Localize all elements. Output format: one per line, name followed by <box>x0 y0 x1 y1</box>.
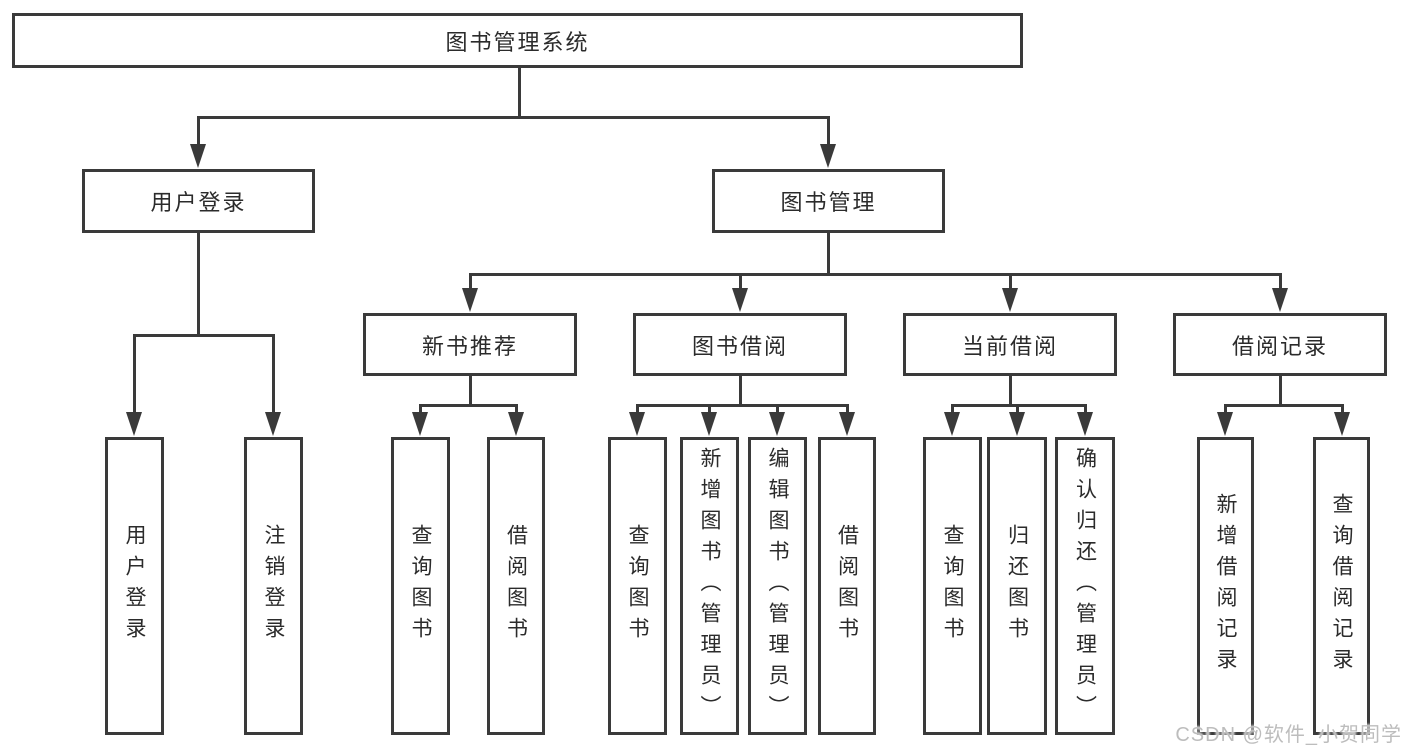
leaf-logout: 注销登录 <box>244 437 303 735</box>
connector-user-login-rail <box>133 334 275 337</box>
connector-current-borrowing-stub <box>1009 374 1012 407</box>
leaf-user-login-label: 用户登录 <box>123 524 146 648</box>
node-current-borrowing: 当前借阅 <box>903 313 1117 376</box>
arrowhead-new-book-recommend <box>462 288 478 312</box>
arrowhead-leaf-edit-books-admin <box>769 412 785 436</box>
arrowhead-leaf-add-borrow-record <box>1217 412 1233 436</box>
connector-book-borrowing-rail <box>636 404 849 407</box>
connector-new-book-recommend-stub <box>469 374 472 407</box>
leaf-edit-books-admin: 编辑图书（管理员） <box>748 437 807 735</box>
arrowhead-current-borrowing <box>1002 288 1018 312</box>
connector-to-leaf-7 <box>951 404 954 416</box>
connector-to-new-book-recommend <box>469 273 472 293</box>
connector-to-leaf-2 <box>515 404 518 416</box>
connector-user-login-stub <box>197 232 200 336</box>
leaf-borrow-books: 借阅图书 <box>818 437 876 735</box>
arrowhead-leaf-query-books-current <box>944 412 960 436</box>
leaf-query-books-current-label: 查询图书 <box>941 524 964 648</box>
connector-to-current-borrowing <box>1009 273 1012 293</box>
node-borrowing-records: 借阅记录 <box>1173 313 1387 376</box>
connector-to-leaf-logout <box>272 334 275 414</box>
connector-new-book-recommend-rail <box>419 404 518 407</box>
leaf-return-books-label: 归还图书 <box>1005 524 1029 648</box>
connector-book-borrowing-stub <box>739 374 742 407</box>
connector-book-management-stub <box>827 232 830 276</box>
connector-to-leaf-4 <box>708 404 711 416</box>
node-book-management: 图书管理 <box>712 169 945 233</box>
connector-to-leaf-5 <box>776 404 779 416</box>
leaf-query-books-recommend: 查询图书 <box>391 437 450 735</box>
connector-to-leaf-3 <box>636 404 639 416</box>
leaf-confirm-return-admin-label: 确认归还（管理员） <box>1073 446 1097 726</box>
connector-to-leaf-8 <box>1016 404 1019 416</box>
connector-to-borrowing-records <box>1279 273 1282 293</box>
arrowhead-leaf-user-login <box>126 412 142 436</box>
leaf-query-books-borrow: 查询图书 <box>608 437 667 735</box>
connector-to-leaf-9 <box>1084 404 1087 416</box>
node-library-management-system: 图书管理系统 <box>12 13 1023 68</box>
arrowhead-leaf-borrow-books <box>839 412 855 436</box>
leaf-add-books-admin: 新增图书（管理员） <box>680 437 739 735</box>
arrowhead-leaf-query-books-borrow <box>629 412 645 436</box>
connector-root-rail <box>197 116 830 119</box>
arrowhead-borrowing-records <box>1272 288 1288 312</box>
arrowhead-leaf-confirm-return-admin <box>1077 412 1093 436</box>
connector-to-leaf-user-login <box>133 334 136 414</box>
connector-borrowing-records-rail <box>1224 404 1344 407</box>
connector-to-book-borrowing <box>739 273 742 293</box>
node-user-login: 用户登录 <box>82 169 315 233</box>
arrowhead-leaf-return-books <box>1009 412 1025 436</box>
arrowhead-leaf-borrow-books-recommend <box>508 412 524 436</box>
arrowhead-user-login <box>190 144 206 168</box>
leaf-confirm-return-admin: 确认归还（管理员） <box>1055 437 1115 735</box>
connector-to-leaf-10 <box>1224 404 1227 416</box>
leaf-borrow-books-label: 借阅图书 <box>835 524 859 648</box>
leaf-borrow-books-recommend-label: 借阅图书 <box>504 524 528 648</box>
leaf-query-borrow-record-label: 查询借阅记录 <box>1330 493 1353 679</box>
csdn-watermark: CSDN @软件_小贺同学 <box>1175 724 1402 746</box>
leaf-logout-label: 注销登录 <box>262 524 285 648</box>
connector-to-leaf-11 <box>1341 404 1344 416</box>
leaf-query-borrow-record: 查询借阅记录 <box>1313 437 1370 735</box>
leaf-query-books-recommend-label: 查询图书 <box>409 524 432 648</box>
leaf-return-books: 归还图书 <box>987 437 1047 735</box>
node-book-borrowing: 图书借阅 <box>633 313 847 376</box>
leaf-add-borrow-record: 新增借阅记录 <box>1197 437 1254 735</box>
arrowhead-leaf-add-books-admin <box>701 412 717 436</box>
connector-to-book-management <box>827 116 830 148</box>
leaf-add-borrow-record-label: 新增借阅记录 <box>1214 493 1237 679</box>
leaf-edit-books-admin-label: 编辑图书（管理员） <box>766 446 789 726</box>
leaf-user-login: 用户登录 <box>105 437 164 735</box>
connector-current-borrowing-rail <box>951 404 1087 407</box>
connector-book-management-rail <box>469 273 1282 276</box>
node-new-book-recommend: 新书推荐 <box>363 313 577 376</box>
arrowhead-leaf-query-books-recommend <box>412 412 428 436</box>
connector-to-leaf-6 <box>846 404 849 416</box>
leaf-borrow-books-recommend: 借阅图书 <box>487 437 545 735</box>
arrowhead-book-borrowing <box>732 288 748 312</box>
leaf-add-books-admin-label: 新增图书（管理员） <box>698 446 721 726</box>
arrowhead-leaf-logout <box>265 412 281 436</box>
arrowhead-book-management <box>820 144 836 168</box>
connector-root-stub <box>518 67 521 118</box>
connector-to-user-login <box>197 116 200 148</box>
leaf-query-books-borrow-label: 查询图书 <box>626 524 649 648</box>
connector-to-leaf-1 <box>419 404 422 416</box>
leaf-query-books-current: 查询图书 <box>923 437 982 735</box>
arrowhead-leaf-query-borrow-record <box>1334 412 1350 436</box>
connector-borrowing-records-stub <box>1279 374 1282 407</box>
